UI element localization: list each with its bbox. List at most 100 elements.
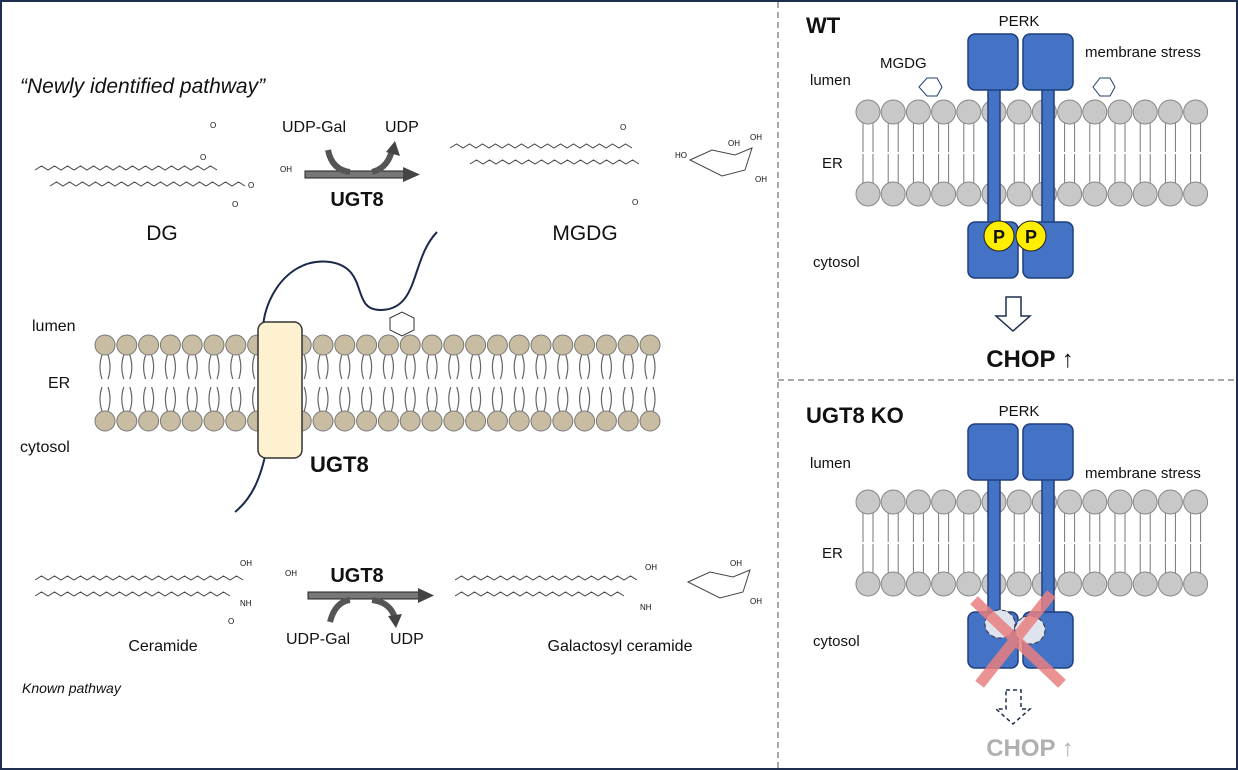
lipid-head: [1107, 489, 1133, 515]
lipid-tail: [963, 512, 975, 574]
svg-text:OH: OH: [750, 597, 762, 606]
down-arrow-icon: [994, 296, 1032, 333]
lumen-label-ko: lumen: [810, 455, 851, 472]
lipid-head: [203, 410, 225, 432]
lipid-head: [1006, 99, 1032, 125]
svg-text:NH: NH: [240, 599, 252, 608]
svg-text:O: O: [228, 617, 234, 626]
svg-text:O: O: [200, 153, 206, 162]
galactosyl-ceramide-label: Galactosyl ceramide: [548, 638, 693, 655]
lipid-tail: [491, 354, 503, 412]
lipid-head: [1157, 489, 1183, 515]
lipid-tail: [1013, 512, 1025, 574]
lipid-head: [312, 334, 334, 356]
lipid-tail: [208, 354, 220, 412]
ugt8-enzyme-bottom: UGT8: [330, 565, 383, 587]
cytosol-label-wt: cytosol: [813, 254, 860, 271]
lipid-head: [880, 571, 906, 597]
wt-title: WT: [806, 13, 841, 38]
lipid-head: [465, 410, 487, 432]
perk-stem: [987, 474, 1001, 621]
lipid-head: [905, 571, 931, 597]
udp-label: UDP: [385, 119, 419, 136]
lipid-head: [1132, 489, 1158, 515]
lipid-head: [1057, 571, 1083, 597]
lipid-head: [486, 410, 508, 432]
svg-text:OH: OH: [730, 559, 742, 568]
lipid-tail: [470, 354, 482, 412]
phospho-circle: [983, 220, 1015, 252]
lipid-head: [1006, 489, 1032, 515]
svg-text:OH: OH: [728, 139, 740, 148]
lipid-head: [356, 410, 378, 432]
er-membrane-left: [94, 334, 661, 432]
lipid-head: [1157, 181, 1183, 207]
udp-gal-label-bottom: UDP-Gal: [286, 631, 350, 648]
ceramide-structure: OH OH NH O: [34, 559, 297, 626]
lipid-head: [94, 334, 116, 356]
lipid-tail: [862, 512, 874, 574]
lipid-head: [1082, 99, 1108, 125]
lipid-head: [1157, 99, 1183, 125]
lipid-head: [1132, 99, 1158, 125]
svg-text:OH: OH: [280, 165, 292, 174]
lipid-tail: [644, 354, 656, 412]
svg-text:HO: HO: [675, 151, 687, 160]
membrane-stress-label: membrane stress: [1085, 44, 1201, 61]
ugt8-loop: [261, 231, 438, 359]
lipid-tail: [557, 354, 569, 412]
mgdg-label: MGDG: [552, 222, 617, 245]
lipid-head: [181, 410, 203, 432]
lipid-head: [956, 489, 982, 515]
lipid-tail: [317, 354, 329, 412]
lipid-head: [356, 334, 378, 356]
lipid-head: [1183, 489, 1209, 515]
wt-panel: WT PERK MGDG membrane stress lumen ER cy…: [806, 13, 1209, 373]
er-label-ko: ER: [822, 545, 843, 562]
lipid-tail: [963, 122, 975, 184]
reaction-arrow-bottom: [307, 588, 434, 628]
lipid-head: [486, 334, 508, 356]
lipid-tail: [1114, 512, 1126, 574]
lipid-tail: [426, 354, 438, 412]
lipid-head: [116, 334, 138, 356]
lipid-tail: [382, 354, 394, 412]
new-pathway-title: “Newly identified pathway”: [20, 75, 266, 98]
lipid-head: [530, 334, 552, 356]
cytosol-label-ko: cytosol: [813, 633, 860, 650]
lipid-head: [855, 99, 881, 125]
lipid-head: [377, 334, 399, 356]
lipid-head: [1057, 489, 1083, 515]
lipid-tail: [513, 354, 525, 412]
lipid-head: [855, 181, 881, 207]
lipid-head: [855, 571, 881, 597]
lipid-tail: [164, 354, 176, 412]
dashed-down-arrow-icon: [994, 689, 1032, 726]
phospho-label: P: [1025, 227, 1037, 247]
lipid-head: [1132, 571, 1158, 597]
lipid-head: [855, 489, 881, 515]
lipid-head: [552, 334, 574, 356]
lipid-head: [1082, 181, 1108, 207]
lipid-head: [1107, 181, 1133, 207]
lipid-head: [956, 99, 982, 125]
lipid-tail: [121, 354, 133, 412]
lipid-tail: [1089, 122, 1101, 184]
er-label-wt: ER: [822, 155, 843, 172]
lipid-head: [312, 410, 334, 432]
perk-luminal-domain: [967, 423, 1019, 481]
ugt8-enzyme-top: UGT8: [330, 189, 383, 211]
lipid-head: [905, 489, 931, 515]
udp-label-bottom: UDP: [390, 631, 424, 648]
svg-text:OH: OH: [755, 175, 767, 184]
lipid-head: [639, 410, 661, 432]
membrane-stress-label-ko: membrane stress: [1085, 465, 1201, 482]
left-panel: “Newly identified pathway” O OH O O O DG…: [20, 75, 767, 696]
lipid-head: [530, 410, 552, 432]
lipid-head: [334, 334, 356, 356]
svg-text:O: O: [632, 198, 638, 207]
galactose-hexagon-icon: [389, 311, 415, 337]
lipid-head: [931, 571, 957, 597]
ugt8-protein: [257, 321, 303, 459]
lipid-tail: [1139, 512, 1151, 574]
